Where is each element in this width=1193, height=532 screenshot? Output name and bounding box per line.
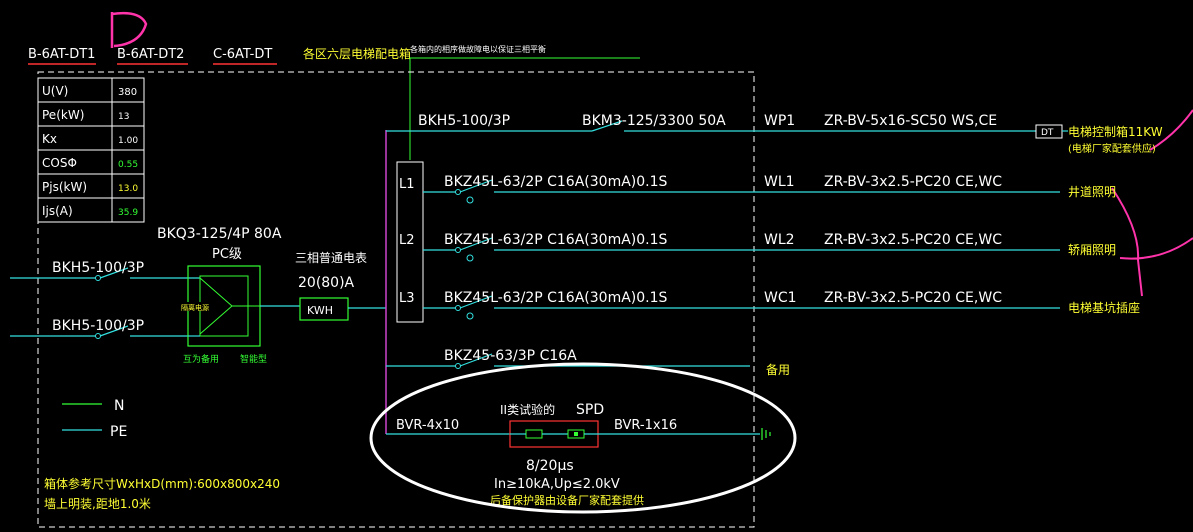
incoming-breaker-2-label: BKH5-100/3P	[52, 318, 144, 334]
box-mount-note: 墙上明装,距地1.0米	[44, 497, 151, 511]
meter-label: KWH	[307, 304, 333, 317]
spd-class: II类试验的	[500, 402, 555, 417]
circuit-wl1: BKZ45L-63/2P C16A(30mA)0.1S WL1 ZR-BV-3x…	[423, 174, 1116, 204]
param-label: U(V)	[42, 84, 68, 98]
ground-icon	[761, 428, 771, 440]
phase-balance-note: 各箱内的相序做故障电以保证三相平衡	[410, 44, 546, 54]
incoming-feeder-2: BKH5-100/3P	[10, 318, 188, 339]
legend: N PE	[62, 398, 127, 440]
wp1-load: 电梯控制箱11KW	[1068, 124, 1163, 139]
ats-note-standby: 互为备用	[183, 353, 219, 365]
wl1-id: WL1	[764, 174, 795, 190]
param-value: 380	[118, 87, 137, 98]
spd-label: SPD	[576, 402, 604, 418]
spd-fuse	[525, 429, 543, 439]
svg-text:L2: L2	[399, 233, 415, 248]
wc1-id: WC1	[764, 290, 797, 306]
circuit-spare: BKZ45-63/3P C16A 备用	[386, 348, 790, 377]
meter-title: 三相普通电表	[295, 251, 367, 265]
wl2-cable: ZR-BV-3x2.5-PC20 CE,WC	[824, 232, 1002, 248]
param-value: 0.55	[118, 160, 138, 170]
incoming-breaker-1-label: BKH5-100/3P	[52, 260, 144, 276]
param-value: 35.9	[118, 208, 138, 218]
svg-text:L1: L1	[399, 177, 415, 192]
wc1-cable: ZR-BV-3x2.5-PC20 CE,WC	[824, 290, 1002, 306]
legend-n: N	[114, 398, 124, 414]
wp1-id: WP1	[764, 113, 795, 129]
wc1-load: 电梯基坑插座	[1068, 300, 1140, 315]
param-label: Pe(kW)	[42, 108, 84, 122]
param-value: 13.0	[118, 184, 138, 194]
spare-load: 备用	[766, 363, 790, 377]
circuit-wl2: BKZ45L-63/2P C16A(30mA)0.1S WL2 ZR-BV-3x…	[423, 232, 1116, 262]
spd-section: BVR-4x10 II类试验的 SPD BVR-1x16 8/20μs In≥1…	[386, 402, 771, 507]
param-label: Ijs(A)	[42, 204, 73, 218]
phase-box: L1 L2 L3	[396, 161, 424, 323]
legend-pe: PE	[110, 424, 127, 440]
wp1-load-note: (电梯厂家配套供应)	[1068, 142, 1156, 155]
wc1-breaker-label: BKZ45L-63/2P C16A(30mA)0.1S	[444, 290, 668, 306]
tag-b6at-dt2: B-6AT-DT2	[117, 47, 184, 62]
markup-scribble-right1	[1149, 109, 1193, 151]
circuit-wp1: BKH5-100/3P BKM3-125/3300 50A WP1 ZR-BV-…	[386, 113, 1163, 155]
circuit-wc1: BKZ45L-63/2P C16A(30mA)0.1S WC1 ZR-BV-3x…	[423, 290, 1140, 320]
spd-spec: In≥10kA,Up≤2.0kV	[494, 477, 620, 492]
markup-scribble-right2	[1111, 187, 1193, 297]
tag-b6at-dt1: B-6AT-DT1	[28, 47, 95, 62]
svg-text:L3: L3	[399, 291, 415, 306]
spd-cable-out: BVR-1x16	[614, 418, 677, 433]
param-value: 13	[118, 112, 129, 122]
svg-text:DT: DT	[1041, 128, 1054, 138]
wl2-load: 轿厢照明	[1068, 242, 1116, 257]
ats-class-label: PC级	[212, 247, 242, 262]
kwh-meter: 三相普通电表 20(80)A KWH	[260, 251, 386, 321]
param-label: COSΦ	[42, 156, 77, 170]
box-title: 各区六层电梯配电箱	[303, 46, 411, 61]
ats-switch: BKQ3-125/4P 80A PC级 隔离电源 互为备用 智能型	[157, 226, 282, 365]
spare-breaker-label: BKZ45-63/3P C16A	[444, 348, 577, 364]
spd-note: 后备保护器由设备厂家配套提供	[490, 493, 644, 507]
wp1-breaker-label: BKM3-125/3300 50A	[582, 113, 726, 129]
param-label: Kx	[42, 132, 57, 146]
wl2-breaker-label: BKZ45L-63/2P C16A(30mA)0.1S	[444, 232, 668, 248]
ats-note-smart: 智能型	[240, 353, 267, 365]
param-label: Pjs(kW)	[42, 180, 87, 194]
wl1-breaker-label: BKZ45L-63/2P C16A(30mA)0.1S	[444, 174, 668, 190]
spd-wave: 8/20μs	[526, 458, 574, 474]
wl2-id: WL2	[764, 232, 795, 248]
spd-cable-in: BVR-4x10	[396, 418, 459, 433]
main-breaker-label: BKH5-100/3P	[418, 113, 510, 129]
ats-inner-label: 隔离电源	[181, 303, 209, 312]
wl1-load: 井道照明	[1068, 185, 1116, 199]
wp1-cable: ZR-BV-5x16-SC50 WS,CE	[824, 113, 997, 129]
param-value: 1.00	[118, 136, 138, 146]
markup-ellipse	[369, 362, 797, 514]
markup-scribble-top	[110, 11, 148, 48]
wl1-cable: ZR-BV-3x2.5-PC20 CE,WC	[824, 174, 1002, 190]
box-size-note: 箱体参考尺寸WxHxD(mm):600x800x240	[44, 476, 280, 491]
box-enclosure	[37, 71, 755, 528]
ats-model-label: BKQ3-125/4P 80A	[157, 226, 282, 242]
tag-c6at-dt: C-6AT-DT	[213, 47, 272, 62]
meter-rating: 20(80)A	[298, 275, 355, 291]
parameter-table: U(V) 380 Pe(kW) 13 Kx 1.00 COSΦ 0.55 Pjs…	[37, 77, 145, 223]
